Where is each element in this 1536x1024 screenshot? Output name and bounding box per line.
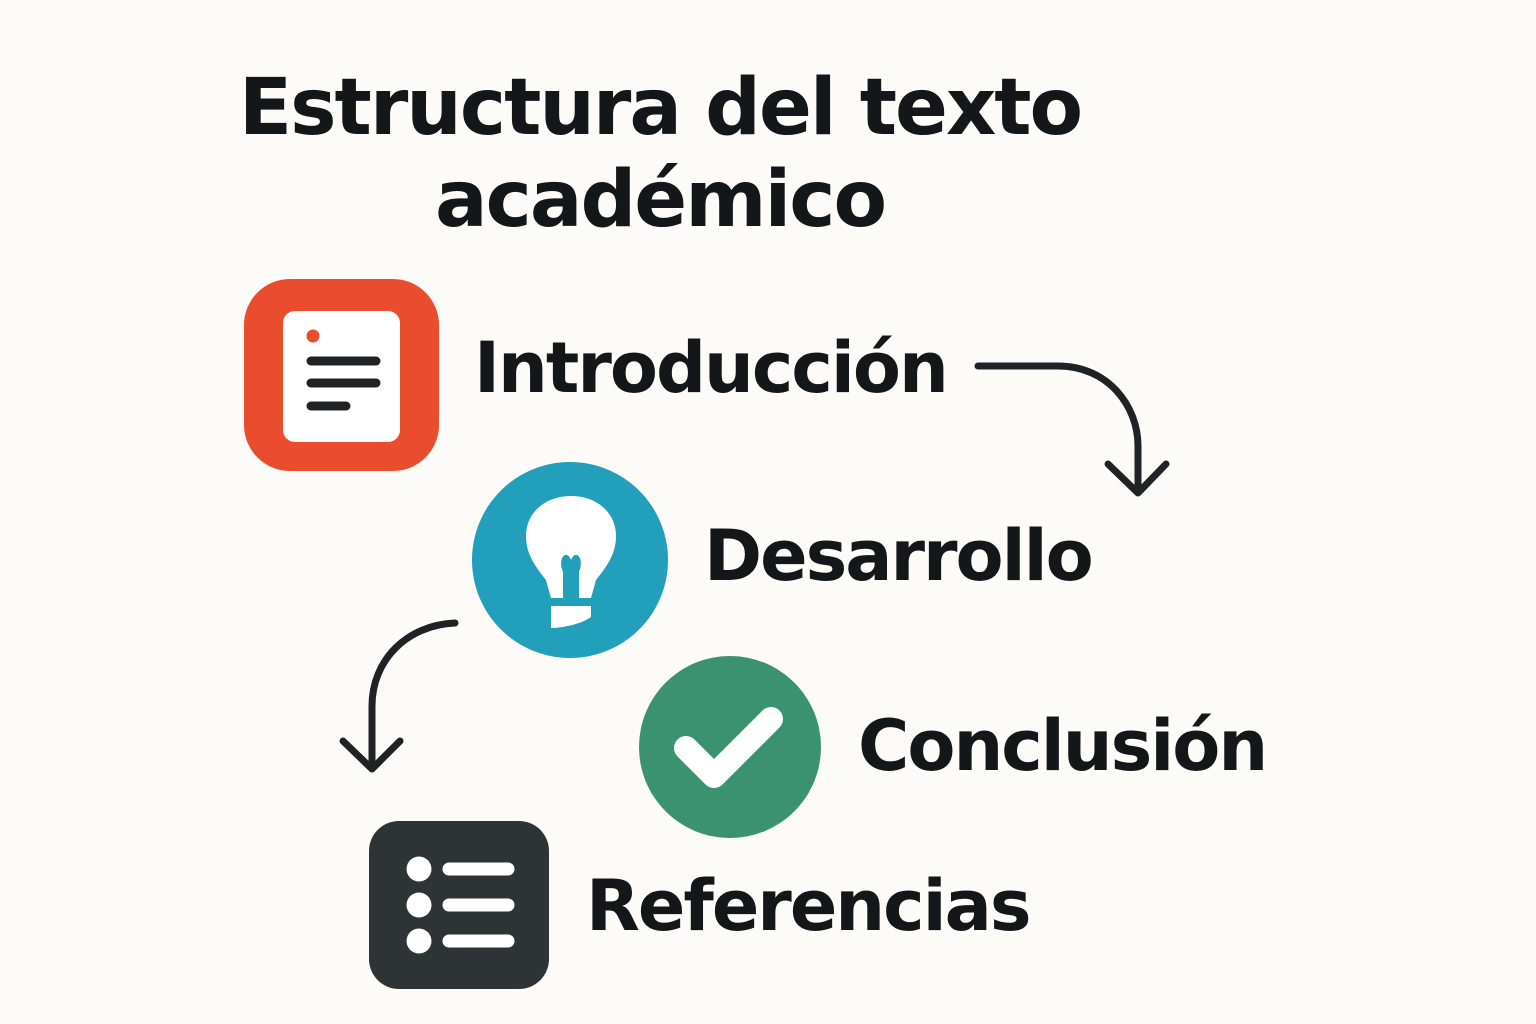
curved-arrow-icon: [974, 362, 1170, 497]
checkmark-icon: [639, 656, 821, 838]
title-line-1: Estructura del texto: [238, 63, 1083, 153]
diagram-title: Estructura del texto académico: [200, 62, 1120, 246]
step-label-referencias: Referencias: [586, 865, 1032, 947]
step-label-conclusion: Conclusión: [858, 705, 1268, 787]
curved-arrow-icon: [339, 619, 459, 773]
step-label-introduccion: Introducción: [474, 327, 949, 409]
title-line-2: académico: [434, 155, 887, 245]
step-label-desarrollo: Desarrollo: [704, 515, 1094, 597]
document-icon: [244, 279, 439, 471]
list-icon: [369, 821, 549, 989]
lightbulb-icon: [472, 462, 668, 658]
